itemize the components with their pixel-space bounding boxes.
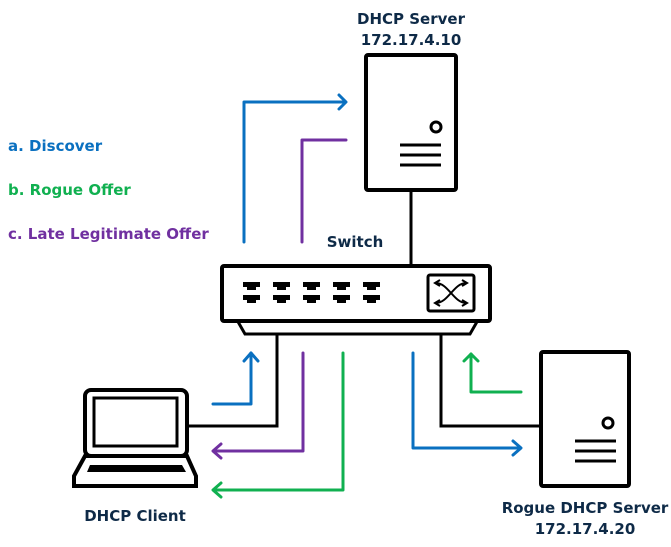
client-switch-link — [186, 334, 279, 428]
rogue-server-icon — [539, 350, 631, 488]
late-offer-to-client — [212, 351, 305, 453]
rogue-server-name: Rogue DHCP Server — [502, 499, 669, 517]
discover-arrow-to-rogue — [411, 351, 522, 450]
switch-icon — [220, 264, 492, 336]
rogue-offer-arrowhead-client — [211, 481, 223, 499]
rogue-offer-arrowhead-up — [462, 352, 480, 363]
dhcp-server-icon — [364, 53, 458, 192]
legend-discover: a. Discover — [8, 137, 103, 155]
discover-arrowhead-rogue — [511, 439, 523, 457]
legend-rogue-offer: b. Rogue Offer — [8, 181, 131, 199]
client-label: DHCP Client — [84, 507, 186, 525]
rogue-offer-from-rogue — [469, 352, 523, 394]
laptop-icon — [72, 388, 198, 488]
late-offer-from-server — [300, 138, 348, 244]
late-offer-arrowhead — [211, 442, 223, 460]
rogue-offer-to-client — [212, 351, 345, 492]
discover-arrowhead-client — [242, 351, 260, 363]
rogue-switch-link — [439, 334, 541, 428]
discover-arrowhead-server — [337, 93, 348, 111]
discover-arrow-to-server — [242, 100, 347, 244]
dhcp-server-ip: 172.17.4.10 — [361, 31, 462, 49]
discover-arrow-from-client — [211, 351, 253, 406]
rogue-server-ip: 172.17.4.20 — [535, 520, 636, 538]
switch-label: Switch — [327, 233, 384, 251]
dhcp-server-name: DHCP Server — [357, 10, 466, 28]
legend-late-offer: c. Late Legitimate Offer — [8, 225, 209, 243]
